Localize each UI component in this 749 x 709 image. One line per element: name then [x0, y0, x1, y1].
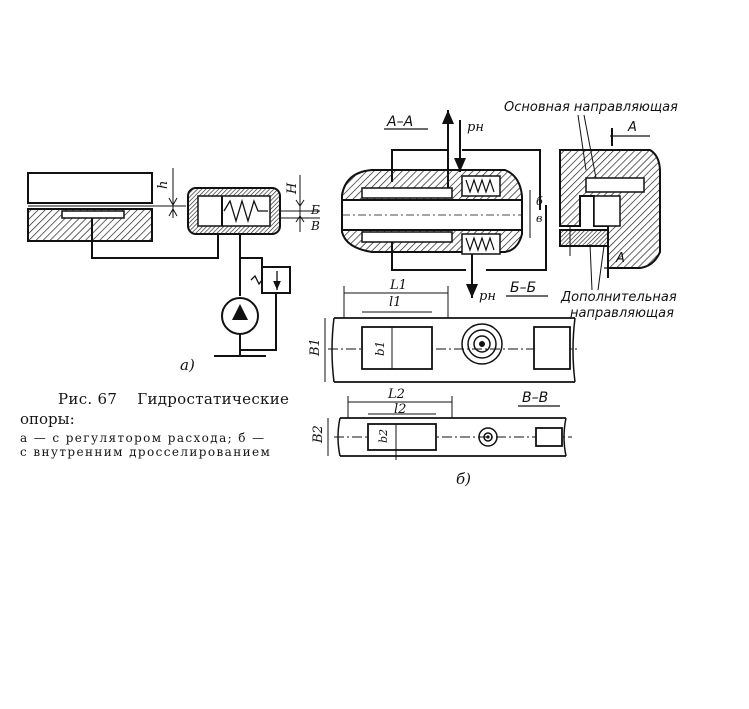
orifice-2 — [478, 427, 498, 447]
relief-valve — [261, 266, 291, 294]
orifice-1 — [461, 323, 503, 365]
dim-L2: L2 — [387, 387, 405, 402]
section-vv-title: В–В — [522, 390, 548, 406]
section-aa: А–А pн б в pн — [341, 110, 548, 304]
restrictor-bottom — [461, 233, 501, 255]
dim-l1: l1 — [389, 295, 401, 310]
figure-caption-title-cont: опоры: — [20, 410, 75, 428]
section-mark-b: Б — [310, 203, 320, 217]
figure-caption-title: Рис. 67 Гидростатические — [58, 390, 289, 408]
pocket-2 — [367, 423, 437, 451]
dim-b2: b2 — [377, 429, 390, 443]
figure-caption-line-a: а — с регулятором расхода; б — — [20, 431, 266, 445]
h-label: h — [156, 181, 171, 189]
guide-pocket — [61, 210, 125, 219]
plan-view-1: L1 l1 B1 b1 — [308, 278, 580, 383]
guide-section: Основная направляющая А А Дополнительная… — [504, 100, 678, 321]
aux-guide-label-2: направляющая — [570, 306, 674, 321]
pocket-1 — [361, 326, 433, 370]
H-label: H — [285, 182, 300, 195]
sub-label-a: а) — [180, 356, 195, 374]
regulator-spring — [223, 198, 268, 224]
section-mark-a-top: А — [627, 120, 637, 135]
aux-guide-label-1: Дополнительная — [560, 290, 677, 305]
figure-number: Рис. 67 — [58, 390, 118, 408]
main-guide-label: Основная направляющая — [504, 100, 678, 115]
upper-slide — [27, 172, 153, 204]
figure-caption-line-b: с внутренним дросселированием — [20, 445, 272, 459]
dim-l2: l2 — [394, 402, 406, 417]
dim-v-small: в — [536, 212, 542, 225]
dim-L1: L1 — [389, 278, 407, 293]
restrictor-top — [461, 175, 501, 197]
section-mark-a-bottom: А — [615, 251, 625, 266]
dim-B2: B2 — [311, 425, 326, 444]
pressure-top-label: pн — [467, 120, 484, 135]
section-bb-title: Б–Б — [510, 280, 536, 296]
pressure-bottom-label: pн — [479, 289, 496, 304]
section-mark-v: В — [310, 219, 320, 233]
dim-b-small: б — [536, 195, 543, 208]
part-a-diagram: h H Б В а) — [27, 168, 320, 374]
figure-title: Гидростатические — [137, 390, 290, 408]
dim-B1: B1 — [308, 338, 323, 357]
sub-label-b: б) — [456, 470, 471, 488]
plan-view-2: В–В L2 l2 B2 b2 б) — [311, 387, 572, 488]
section-aa-title: А–А — [386, 114, 413, 130]
auxiliary-guide-strip — [559, 229, 609, 247]
dim-b1: b1 — [373, 341, 387, 356]
